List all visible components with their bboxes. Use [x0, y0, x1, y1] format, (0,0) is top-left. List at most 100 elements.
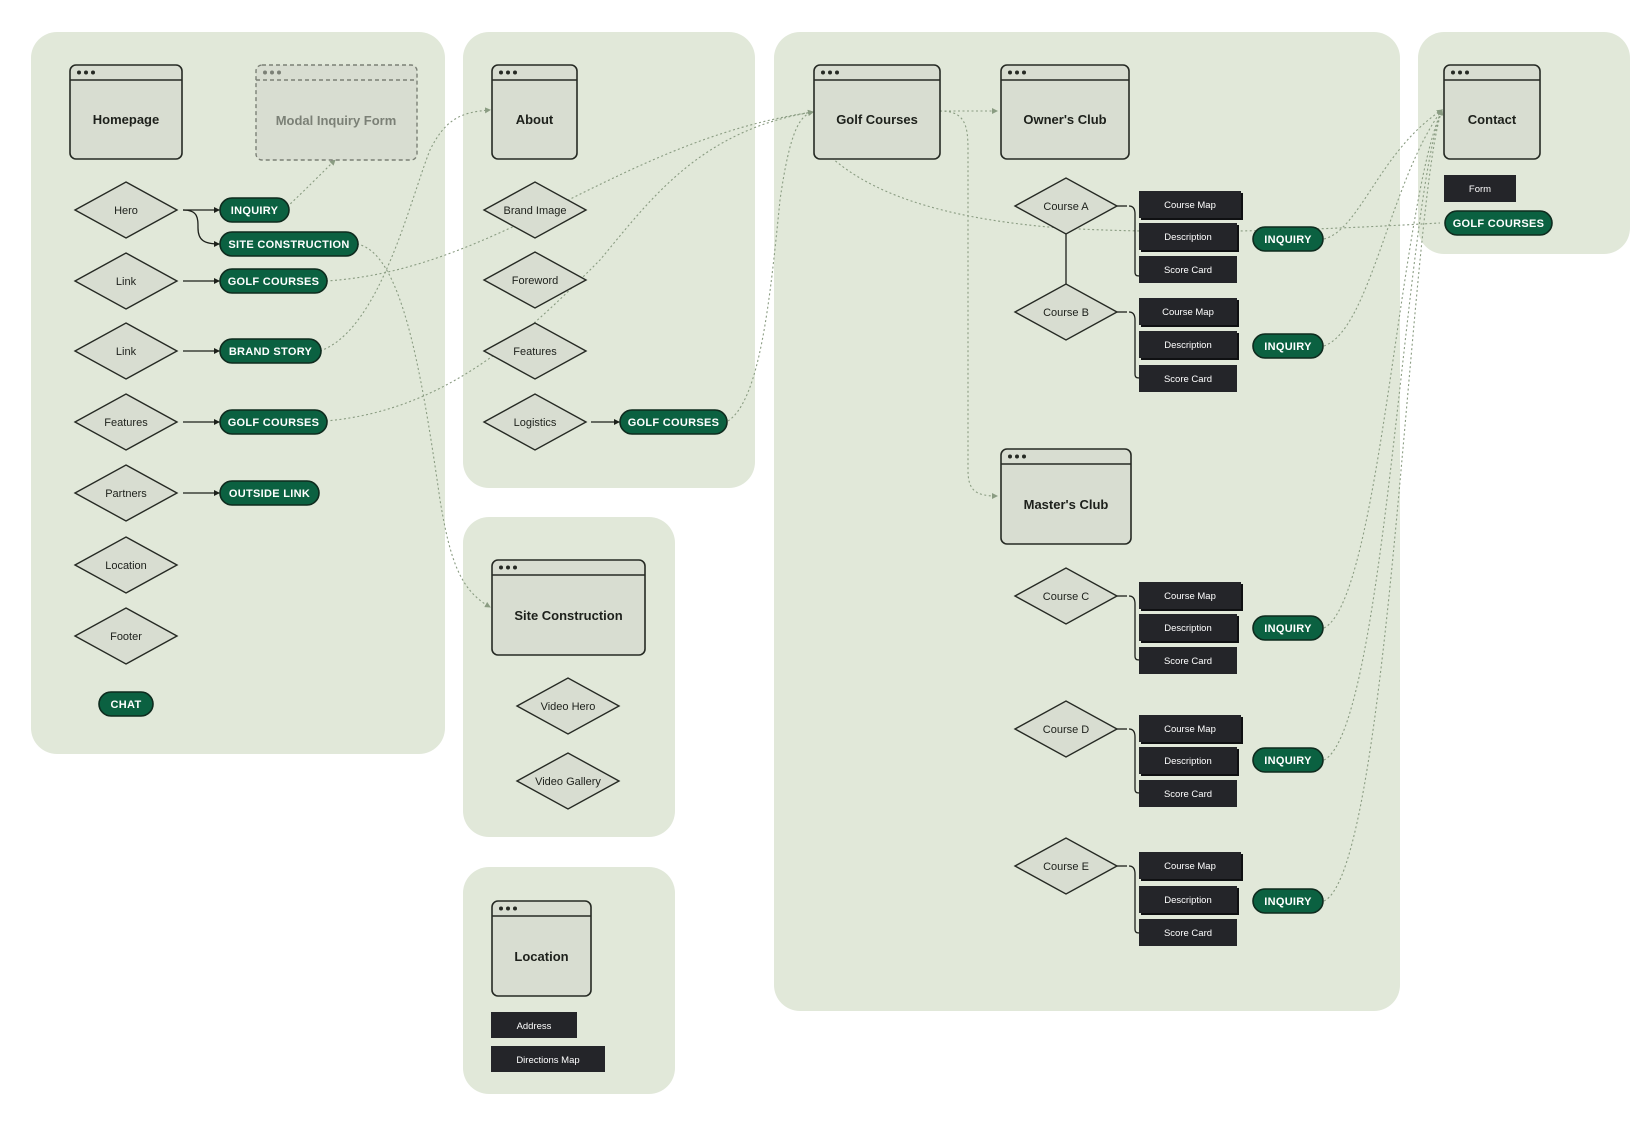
- description-block: [1139, 886, 1237, 913]
- masters-club-page[interactable]: Master's Club: [1000, 448, 1132, 545]
- svg-text:Address: Address: [517, 1021, 552, 1032]
- score-card-block: [1139, 647, 1237, 674]
- svg-text:Course Map: Course Map: [1164, 200, 1216, 211]
- svg-text:Course E: Course E: [1043, 861, 1089, 873]
- course-b-group: Course B Course Map Description Score Ca…: [1013, 283, 1324, 392]
- description-block: [1139, 614, 1237, 641]
- location-page[interactable]: Location: [491, 900, 592, 997]
- address-block: Address: [491, 1012, 577, 1038]
- golf-courses-title: Golf Courses: [836, 112, 918, 127]
- svg-text:CHAT: CHAT: [111, 699, 142, 711]
- svg-text:OUTSIDE LINK: OUTSIDE LINK: [229, 488, 310, 500]
- directions-map-block: Directions Map: [491, 1046, 605, 1072]
- owners-club-title: Owner's Club: [1023, 112, 1106, 127]
- svg-text:SITE CONSTRUCTION: SITE CONSTRUCTION: [228, 239, 349, 251]
- course-a-group: Course A Course Map Description Score Ca…: [1013, 177, 1324, 283]
- site-construction-link[interactable]: SITE CONSTRUCTION: [219, 231, 359, 257]
- svg-text:Footer: Footer: [110, 631, 142, 643]
- golf-courses-link[interactable]: GOLF COURSES: [619, 409, 728, 435]
- golf-courses-link[interactable]: GOLF COURSES: [1444, 210, 1553, 236]
- course-map-block: [1139, 715, 1241, 742]
- course-map-block: [1139, 191, 1241, 218]
- contact-title: Contact: [1468, 112, 1517, 127]
- about-section-features[interactable]: Features: [482, 322, 588, 380]
- svg-text:INQUIRY: INQUIRY: [1264, 234, 1312, 246]
- svg-text:Course Map: Course Map: [1164, 861, 1216, 872]
- svg-text:Location: Location: [105, 560, 147, 572]
- modal-inquiry-form-title: Modal Inquiry Form: [276, 113, 397, 128]
- homepage-section-features[interactable]: Features: [73, 393, 179, 451]
- inquiry-link[interactable]: [1252, 333, 1324, 359]
- inquiry-link[interactable]: [1252, 888, 1324, 914]
- svg-text:Course B: Course B: [1043, 307, 1089, 319]
- homepage-section-partners[interactable]: Partners: [73, 464, 179, 522]
- location-title: Location: [514, 949, 568, 964]
- owners-club-page[interactable]: Owner's Club: [1000, 64, 1130, 160]
- brand-story-link[interactable]: BRAND STORY: [219, 338, 322, 364]
- masters-club-title: Master's Club: [1024, 497, 1109, 512]
- chat-button[interactable]: CHAT: [98, 691, 154, 717]
- svg-text:INQUIRY: INQUIRY: [1264, 896, 1312, 908]
- homepage-section-footer[interactable]: Footer: [73, 607, 179, 665]
- site-construction-section-video-hero[interactable]: Video Hero: [515, 677, 621, 735]
- inquiry-link[interactable]: [1252, 615, 1324, 641]
- site-construction-page[interactable]: Site Construction: [491, 559, 646, 656]
- homepage-section-link[interactable]: Link: [73, 322, 179, 380]
- golf-courses-page[interactable]: Golf Courses: [813, 64, 941, 160]
- score-card-block: [1139, 256, 1237, 283]
- solid-connectors: [182, 207, 1067, 496]
- site-construction-title: Site Construction: [514, 608, 622, 623]
- homepage-page[interactable]: Homepage: [69, 64, 183, 160]
- svg-text:Description: Description: [1164, 895, 1212, 906]
- svg-text:Description: Description: [1164, 232, 1212, 243]
- about-page[interactable]: About: [491, 64, 578, 160]
- svg-text:Score Card: Score Card: [1164, 656, 1212, 667]
- golf-courses-link[interactable]: GOLF COURSES: [219, 409, 328, 435]
- inquiry-link[interactable]: [1252, 226, 1324, 252]
- svg-text:Description: Description: [1164, 340, 1212, 351]
- outside-link[interactable]: OUTSIDE LINK: [219, 480, 320, 506]
- svg-text:Video Hero: Video Hero: [541, 701, 596, 713]
- homepage-section-location[interactable]: Location: [73, 536, 179, 594]
- about-section-foreword[interactable]: Foreword: [482, 251, 588, 309]
- svg-text:INQUIRY: INQUIRY: [1264, 623, 1312, 635]
- svg-text:INQUIRY: INQUIRY: [1264, 341, 1312, 353]
- score-card-block: [1139, 919, 1237, 946]
- svg-text:INQUIRY: INQUIRY: [1264, 755, 1312, 767]
- homepage-section-link[interactable]: Link: [73, 252, 179, 310]
- modal-inquiry-form-page[interactable]: Modal Inquiry Form: [255, 64, 418, 161]
- about-section-brand-image[interactable]: Brand Image: [482, 181, 588, 239]
- svg-text:Score Card: Score Card: [1164, 789, 1212, 800]
- description-block: [1139, 331, 1237, 358]
- svg-text:Description: Description: [1164, 623, 1212, 634]
- about-title: About: [516, 112, 554, 127]
- golf-courses-link[interactable]: GOLF COURSES: [219, 268, 328, 294]
- description-block: [1139, 223, 1237, 250]
- svg-text:Link: Link: [116, 276, 137, 288]
- inquiry-link[interactable]: [1252, 747, 1324, 773]
- svg-text:Score Card: Score Card: [1164, 265, 1212, 276]
- svg-text:Course Map: Course Map: [1162, 307, 1214, 318]
- contact-page[interactable]: Contact: [1443, 64, 1541, 160]
- score-card-block: [1139, 365, 1237, 392]
- svg-text:Video Gallery: Video Gallery: [535, 776, 601, 788]
- svg-text:GOLF COURSES: GOLF COURSES: [628, 417, 720, 429]
- svg-text:GOLF COURSES: GOLF COURSES: [228, 276, 320, 288]
- homepage-section-hero[interactable]: Hero: [73, 181, 179, 239]
- homepage-title: Homepage: [93, 112, 159, 127]
- svg-text:Logistics: Logistics: [514, 417, 557, 429]
- course-e-group: Course E Course Map Description Score Ca…: [1013, 837, 1324, 946]
- svg-text:GOLF COURSES: GOLF COURSES: [1453, 218, 1545, 230]
- score-card-block: [1139, 780, 1237, 807]
- about-section-logistics[interactable]: Logistics: [482, 393, 588, 451]
- svg-text:Description: Description: [1164, 756, 1212, 767]
- svg-text:Course A: Course A: [1043, 201, 1089, 213]
- svg-text:Directions Map: Directions Map: [516, 1055, 579, 1066]
- svg-text:Features: Features: [513, 346, 557, 358]
- site-construction-section-video-gallery[interactable]: Video Gallery: [515, 752, 621, 810]
- course-c-group: Course C Course Map Description Score Ca…: [1013, 567, 1324, 674]
- svg-text:Foreword: Foreword: [512, 275, 558, 287]
- course-d-group: Course D Course Map Description Score Ca…: [1013, 700, 1324, 807]
- inquiry-link[interactable]: INQUIRY: [219, 197, 290, 223]
